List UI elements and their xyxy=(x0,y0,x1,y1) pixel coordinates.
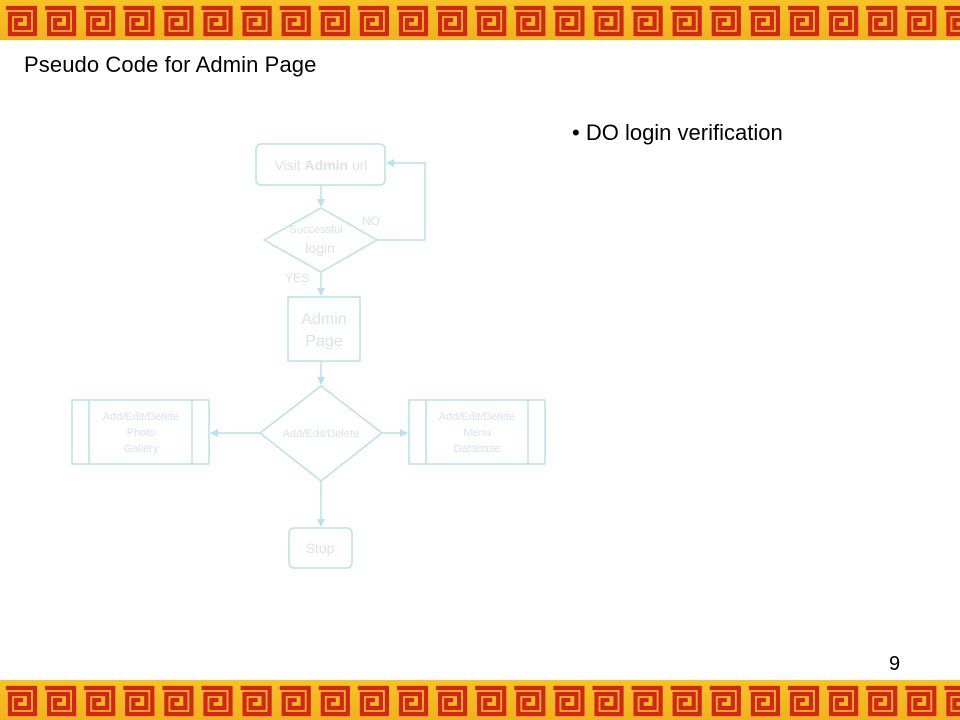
greek-key-tile xyxy=(357,685,389,717)
connector-no-loop xyxy=(377,159,426,241)
greek-key-pattern xyxy=(6,685,960,717)
greek-key-tile xyxy=(45,5,77,37)
greek-key-tile xyxy=(475,685,507,717)
bullet-text: DO login verification xyxy=(585,120,783,145)
greek-key-pattern xyxy=(6,5,960,37)
top-greek-key-border xyxy=(0,0,960,40)
greek-key-tile xyxy=(436,5,468,37)
greek-key-tile xyxy=(397,685,429,717)
greek-key-tile xyxy=(201,685,233,717)
admin-page-box xyxy=(287,296,361,362)
greek-key-tile xyxy=(827,685,859,717)
greek-key-tile xyxy=(866,685,898,717)
greek-key-tile xyxy=(592,5,624,37)
slide-title: Pseudo Code for Admin Page xyxy=(24,52,317,77)
greek-key-tile xyxy=(279,5,311,37)
greek-key-tile xyxy=(866,5,898,37)
greek-key-tile xyxy=(162,5,194,37)
greek-key-tile xyxy=(357,5,389,37)
greek-key-tile xyxy=(397,5,429,37)
yes-branch-label: YES xyxy=(285,271,309,285)
add-edit-delete-decision-label: Add/Edit/Delete xyxy=(283,428,359,440)
greek-key-tile xyxy=(631,685,663,717)
admin-page-label-line2: Page xyxy=(305,333,342,350)
visit-admin-url-box xyxy=(255,143,386,186)
greek-key-tile xyxy=(905,685,937,717)
successful-login-decision xyxy=(262,207,379,273)
greek-key-tile xyxy=(788,685,820,717)
greek-key-tile xyxy=(436,685,468,717)
bottom-greek-key-border xyxy=(0,680,960,720)
successful-login-label-line1: Successful xyxy=(289,224,342,236)
greek-key-tile xyxy=(123,5,155,37)
menu-database-label-line2: Menu xyxy=(463,427,491,439)
stop-box xyxy=(288,527,353,569)
greek-key-tile xyxy=(748,5,780,37)
greek-key-tile xyxy=(6,5,38,37)
greek-key-tile xyxy=(670,685,702,717)
greek-key-tile xyxy=(475,5,507,37)
greek-key-tile xyxy=(514,5,546,37)
greek-key-tile xyxy=(553,685,585,717)
greek-key-tile xyxy=(318,685,350,717)
greek-key-tile xyxy=(6,685,38,717)
add-edit-delete-decision xyxy=(258,385,384,482)
menu-database-label-line1: Add/Edit/Delete xyxy=(439,411,515,423)
greek-key-tile xyxy=(45,685,77,717)
menu-database-process-box xyxy=(408,399,546,465)
bullet-item: • DO login verification xyxy=(572,120,783,146)
greek-key-tile xyxy=(84,685,116,717)
greek-key-tile xyxy=(827,5,859,37)
stop-label: Stop xyxy=(306,540,335,556)
photo-gallery-label-line2: Photo xyxy=(127,427,156,439)
greek-key-tile xyxy=(709,685,741,717)
greek-key-tile xyxy=(201,5,233,37)
photo-gallery-label-line1: Add/Edit/Delete xyxy=(103,411,179,423)
greek-key-tile xyxy=(318,5,350,37)
greek-key-tile xyxy=(162,685,194,717)
visit-admin-url-label: Visit Admin url xyxy=(274,157,367,173)
greek-key-tile xyxy=(240,5,272,37)
greek-key-tile xyxy=(905,5,937,37)
greek-key-tile xyxy=(709,5,741,37)
greek-key-tile xyxy=(944,685,960,717)
greek-key-tile xyxy=(748,685,780,717)
photo-gallery-label-line3: Gallery xyxy=(124,443,159,455)
greek-key-tile xyxy=(123,685,155,717)
greek-key-tile xyxy=(84,5,116,37)
admin-page-label-line1: Admin xyxy=(301,311,346,328)
greek-key-tile xyxy=(514,685,546,717)
greek-key-tile xyxy=(670,5,702,37)
no-branch-label: NO xyxy=(362,214,380,228)
greek-key-tile xyxy=(631,5,663,37)
greek-key-tile xyxy=(279,685,311,717)
greek-key-tile xyxy=(553,5,585,37)
page-number: 9 xyxy=(889,653,901,675)
greek-key-tile xyxy=(240,685,272,717)
greek-key-tile xyxy=(592,685,624,717)
photo-gallery-process-box xyxy=(71,399,210,465)
greek-key-tile xyxy=(788,5,820,37)
successful-login-label-line2: login xyxy=(305,240,335,256)
menu-database-label-line3: Database xyxy=(453,443,500,455)
greek-key-tile xyxy=(944,5,960,37)
bullet-marker: • xyxy=(572,120,580,145)
